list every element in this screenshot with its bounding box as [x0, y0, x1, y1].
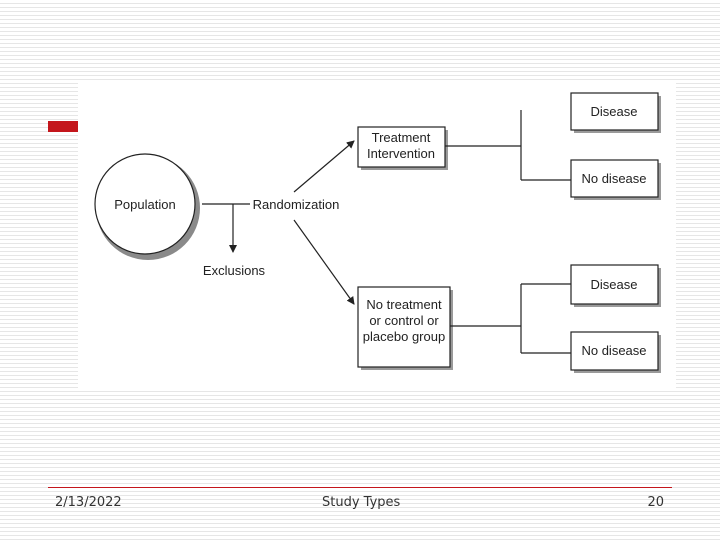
footer-page-number: 20 [647, 495, 664, 510]
treatment-disease-label: Disease [591, 104, 638, 119]
exclusions-label: Exclusions [203, 263, 266, 278]
control-no-disease-label: No disease [581, 343, 646, 358]
control-arrow [293, 219, 355, 305]
treatment-label-line2: Intervention [367, 146, 435, 161]
diagram-panel: Population Exclusions Randomization Trea… [78, 82, 676, 390]
population-circle [94, 153, 196, 255]
control-disease-box [570, 264, 659, 305]
rct-flow-diagram: Population Exclusions Randomization Trea… [94, 92, 661, 373]
control-disease-label: Disease [591, 277, 638, 292]
treatment-arrow [293, 140, 355, 193]
control-label-line3: placebo group [363, 329, 445, 344]
footer-date: 2/13/2022 [55, 495, 122, 510]
control-label-line1: No treatment [366, 297, 442, 312]
treatment-disease-box [570, 92, 659, 131]
treatment-box [357, 126, 446, 168]
control-label-line2: or control or [369, 313, 439, 328]
population-label: Population [114, 197, 175, 212]
accent-bar [48, 121, 78, 132]
control-box [357, 286, 451, 368]
control-no-disease-box [570, 331, 659, 371]
randomization-label: Randomization [253, 197, 340, 212]
footer-divider [48, 487, 672, 488]
treatment-no-disease-box [570, 159, 659, 198]
footer-title: Study Types [322, 495, 401, 510]
treatment-label-line1: Treatment [372, 130, 431, 145]
treatment-no-disease-label: No disease [581, 171, 646, 186]
